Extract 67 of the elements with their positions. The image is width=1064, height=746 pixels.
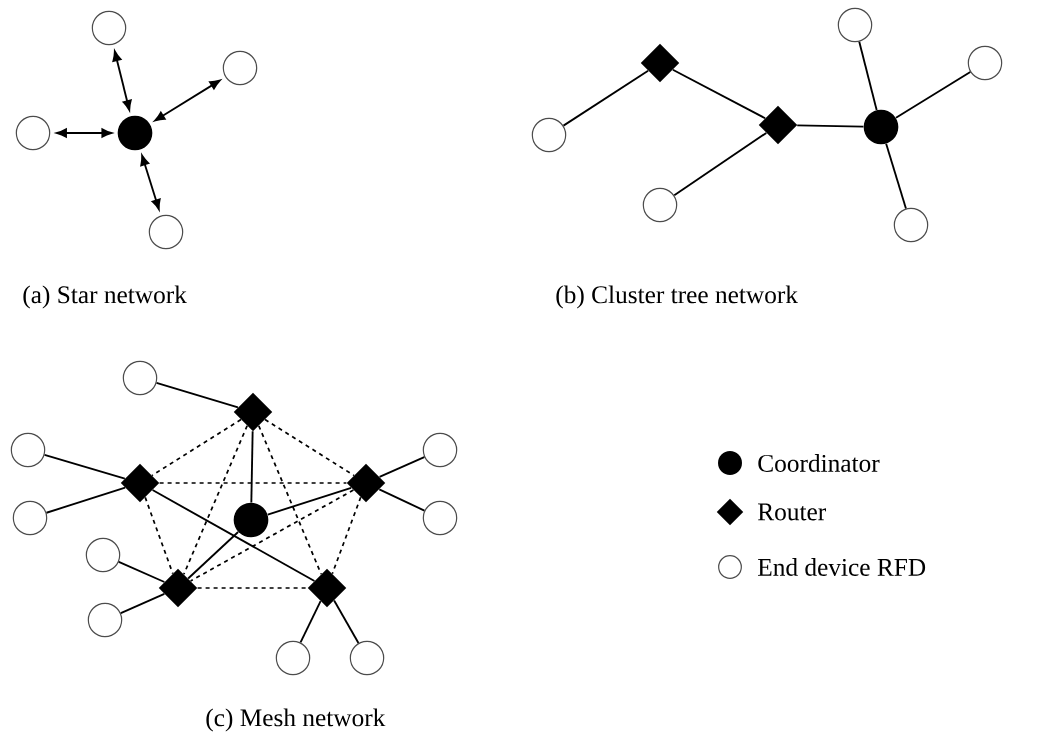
dashed-link: [189, 489, 355, 582]
coordinator-dot: [233, 502, 269, 538]
dashed-link: [183, 424, 248, 576]
end-device-circle: [275, 640, 311, 676]
link-line: [250, 430, 254, 504]
end-device-circle: [349, 640, 385, 676]
link-line: [885, 142, 907, 210]
end-device-circle: [148, 214, 184, 250]
end-device-circle: [91, 10, 127, 46]
end-device-circle: [10, 432, 46, 468]
end-device-circle: [422, 500, 458, 536]
link-line: [151, 489, 316, 582]
double-arrow: [140, 154, 161, 210]
dashed-link: [257, 424, 323, 576]
router-diamond: [233, 392, 273, 432]
end-device-circle: [85, 537, 121, 573]
router-diamond: [158, 568, 198, 608]
coordinator-dot: [117, 115, 153, 151]
end-device-circle: [87, 602, 123, 638]
end-device-circle: [15, 115, 51, 151]
link-line: [378, 488, 426, 512]
router-diamond: [346, 463, 386, 503]
link-line: [858, 40, 878, 111]
caption: (a) Star network: [23, 285, 187, 309]
dashed-link: [331, 496, 362, 575]
end-device-circle: [642, 187, 678, 223]
double-arrow: [112, 50, 132, 111]
dashed-link: [144, 496, 174, 575]
end-device-circle: [12, 500, 48, 536]
router-diamond: [120, 463, 160, 503]
end-device-circle: [837, 7, 873, 43]
link-line: [45, 486, 127, 514]
link-line: [187, 531, 240, 580]
caption: (c) Mesh network: [206, 708, 386, 732]
link-line: [378, 456, 426, 478]
legend-text: End device RFD: [758, 558, 926, 576]
router-diamond: [640, 43, 680, 83]
link-line: [119, 593, 166, 614]
end-device-circle: [531, 117, 567, 153]
link-line: [43, 453, 126, 480]
dashed-link: [151, 418, 242, 477]
link-line: [562, 69, 650, 127]
double-arrow: [56, 128, 113, 138]
link-line: [299, 600, 322, 644]
end-device-circle: [422, 432, 458, 468]
link-line: [155, 382, 239, 409]
double-arrow: [154, 79, 221, 122]
dashed-link: [196, 587, 309, 589]
link-line: [796, 124, 865, 128]
caption: (b) Cluster tree network: [556, 285, 798, 309]
link-line: [333, 599, 360, 644]
link-line: [671, 68, 767, 120]
legend-text: Coordinator: [758, 454, 880, 472]
router-diamond: [758, 105, 798, 145]
link-line: [117, 561, 166, 583]
dashed-link: [158, 482, 348, 484]
end-device-circle: [222, 50, 258, 86]
dashed-link: [264, 418, 355, 477]
end-device-circle: [893, 207, 929, 243]
end-device-circle: [122, 360, 158, 396]
legend-text: Router: [758, 503, 826, 521]
end-device-circle: [967, 45, 1003, 81]
link-line: [895, 71, 972, 119]
link-line: [266, 486, 353, 516]
router-diamond: [307, 568, 347, 608]
link-line: [673, 132, 768, 197]
coordinator-dot: [863, 109, 899, 145]
